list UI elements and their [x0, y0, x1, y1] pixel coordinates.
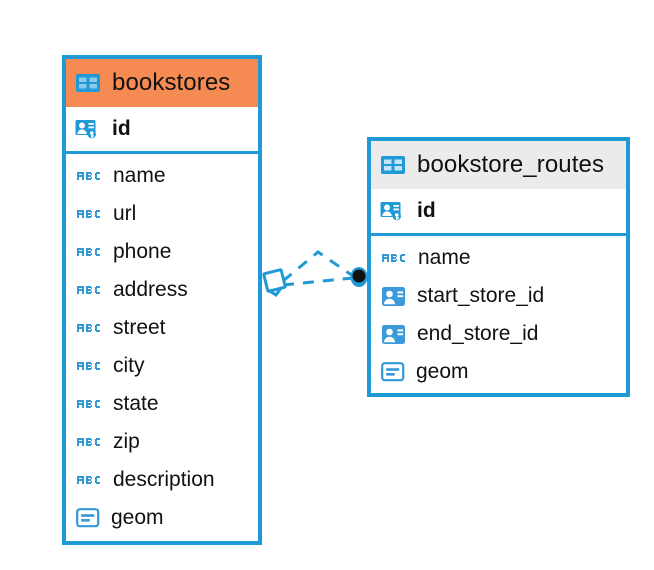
- field-row-geom[interactable]: geom: [66, 499, 258, 537]
- field-row-description[interactable]: description: [66, 461, 258, 499]
- field-row-id[interactable]: id: [371, 189, 626, 236]
- filled-circle-endpoint[interactable]: [350, 267, 368, 287]
- abc-text-icon: [75, 200, 103, 228]
- abc-text-icon: [75, 466, 103, 494]
- entity-bookstore-routes-header[interactable]: bookstore_routes: [371, 141, 626, 189]
- field-label-url: url: [113, 202, 137, 225]
- field-label-id: id: [112, 117, 131, 140]
- entity-bookstores[interactable]: bookstores id: [62, 55, 262, 545]
- abc-text-icon: [380, 244, 408, 272]
- field-label-city: city: [113, 354, 145, 377]
- field-row-name[interactable]: name: [371, 239, 626, 277]
- field-row-address[interactable]: address: [66, 271, 258, 309]
- field-row-phone[interactable]: phone: [66, 233, 258, 271]
- primary-key-icon: [379, 197, 407, 225]
- abc-text-icon: [75, 162, 103, 190]
- field-label-geom: geom: [111, 506, 164, 529]
- abc-text-icon: [75, 390, 103, 418]
- field-label-street: street: [113, 316, 166, 339]
- field-label-start-store-id: start_store_id: [417, 284, 545, 307]
- abc-text-icon: [75, 352, 103, 380]
- table-grid-icon: [379, 151, 407, 179]
- primary-key-icon: [74, 115, 102, 143]
- table-grid-icon: [74, 69, 102, 97]
- entity-bookstore-routes[interactable]: bookstore_routes id: [367, 137, 630, 397]
- field-row-street[interactable]: street: [66, 309, 258, 347]
- abc-text-icon: [75, 276, 103, 304]
- field-label-geom: geom: [416, 360, 469, 383]
- entity-bookstores-header[interactable]: bookstores: [66, 59, 258, 107]
- field-label-address: address: [113, 278, 188, 301]
- field-row-city[interactable]: city: [66, 347, 258, 385]
- field-label-name: name: [113, 164, 166, 187]
- field-row-geom[interactable]: geom: [371, 353, 626, 391]
- field-label-end-store-id: end_store_id: [417, 322, 539, 345]
- entity-bookstores-field-list: name ur: [66, 154, 258, 537]
- field-row-url[interactable]: url: [66, 195, 258, 233]
- geometry-icon: [75, 505, 101, 531]
- field-row-name[interactable]: name: [66, 157, 258, 195]
- field-label-state: state: [113, 392, 159, 415]
- abc-text-icon: [75, 314, 103, 342]
- field-label-id: id: [417, 199, 436, 222]
- geometry-icon: [380, 359, 406, 385]
- field-row-state[interactable]: state: [66, 385, 258, 423]
- abc-text-icon: [75, 428, 103, 456]
- field-label-name: name: [418, 246, 471, 269]
- field-row-id[interactable]: id: [66, 107, 258, 154]
- field-row-start-store-id[interactable]: start_store_id: [371, 277, 626, 315]
- relationship-line-upper[interactable]: [282, 250, 354, 283]
- entity-bookstore-routes-field-list: name start_store_id: [371, 236, 626, 391]
- field-label-phone: phone: [113, 240, 172, 263]
- diamond-endpoint[interactable]: [262, 268, 287, 298]
- field-label-description: description: [113, 468, 215, 491]
- relationship-line-lower[interactable]: [282, 276, 354, 287]
- foreign-key-icon: [380, 283, 407, 310]
- field-row-zip[interactable]: zip: [66, 423, 258, 461]
- field-label-zip: zip: [113, 430, 140, 453]
- abc-text-icon: [75, 238, 103, 266]
- foreign-key-icon: [380, 321, 407, 348]
- field-row-end-store-id[interactable]: end_store_id: [371, 315, 626, 353]
- entity-bookstores-title: bookstores: [112, 69, 231, 96]
- entity-bookstore-routes-title: bookstore_routes: [417, 151, 605, 178]
